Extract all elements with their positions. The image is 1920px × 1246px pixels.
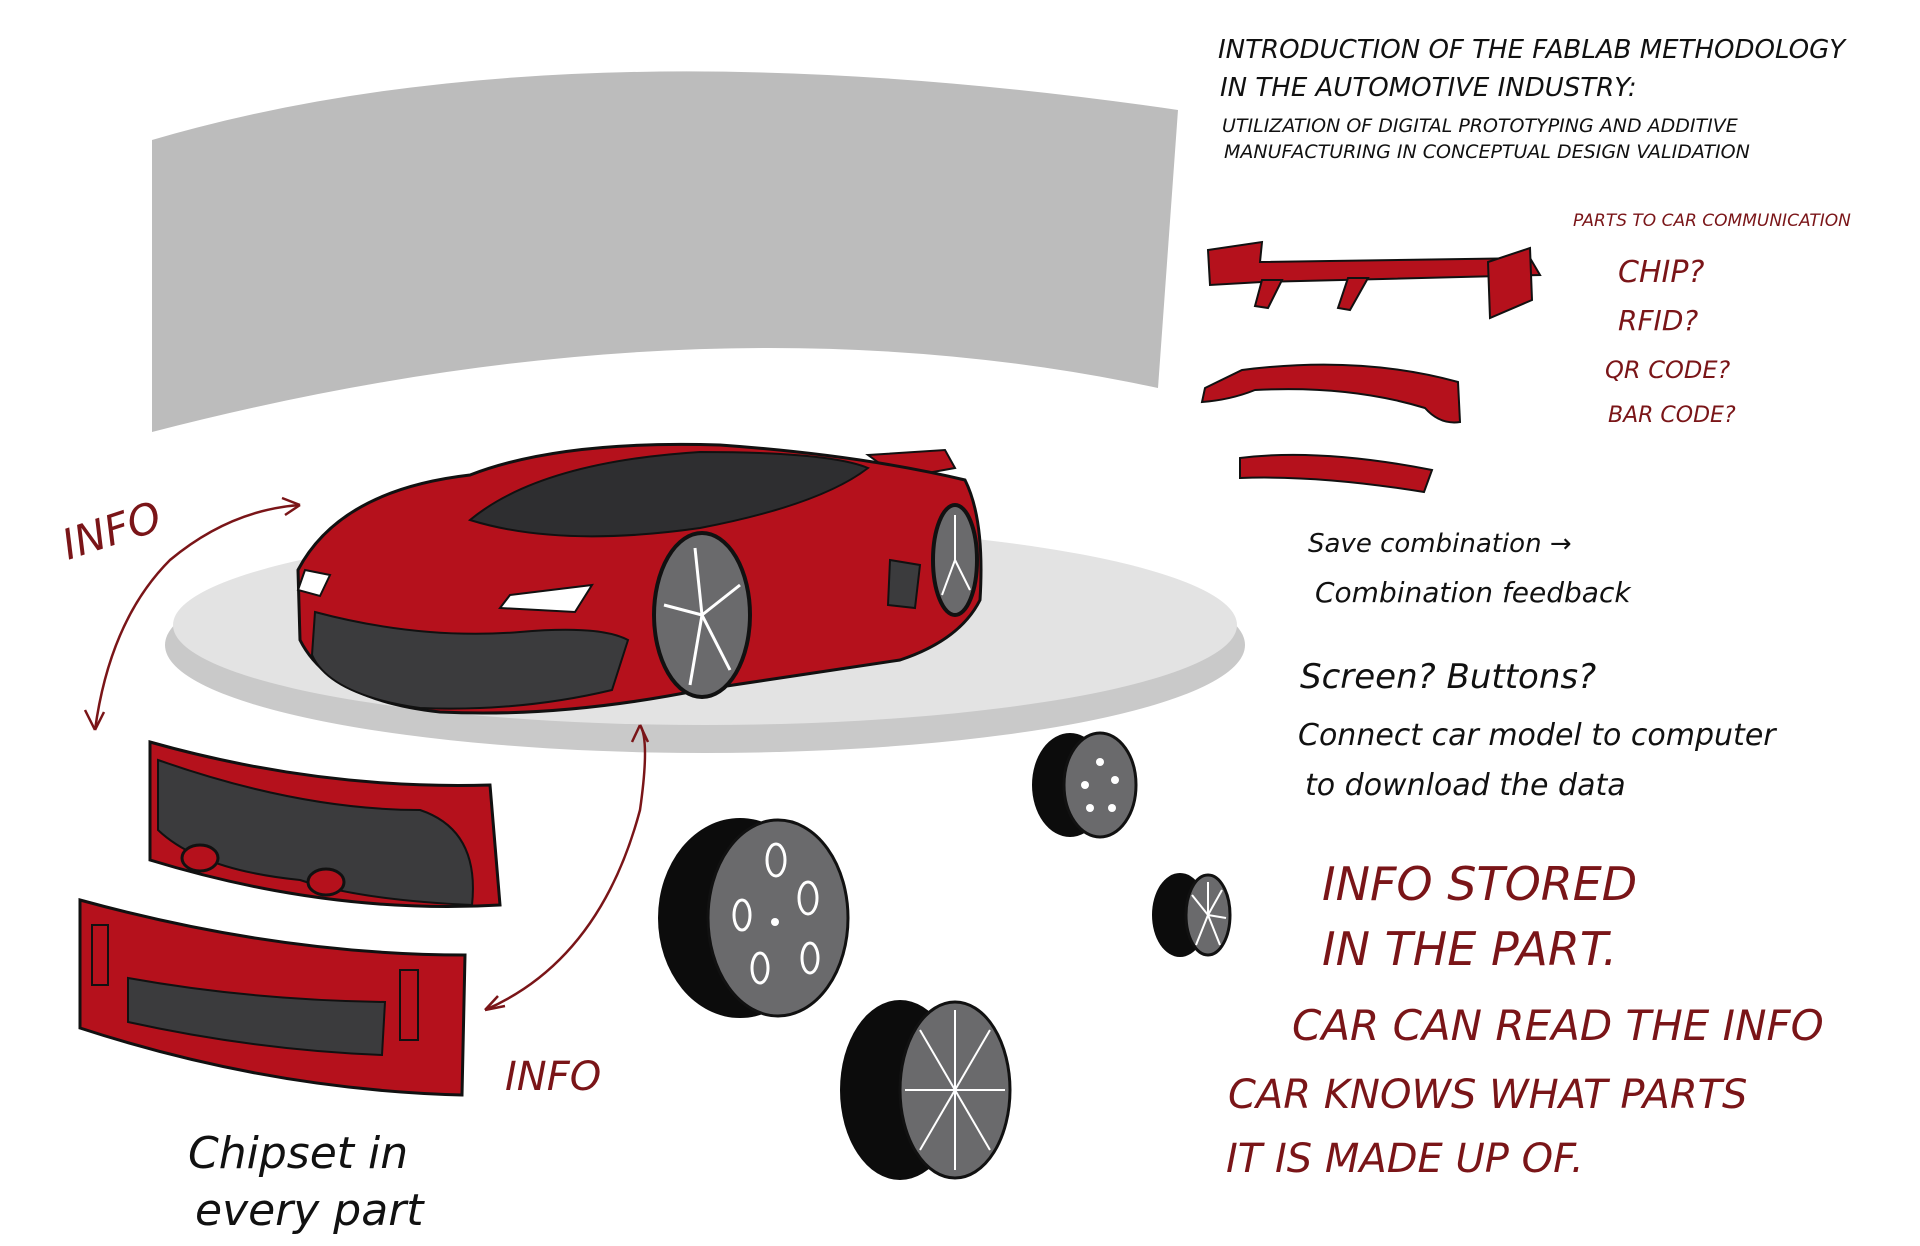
title-line-2: IN THE AUTOMOTIVE INDUSTRY:	[1220, 73, 1637, 103]
car-icon	[296, 442, 983, 715]
stored-line-2: IN THE PART.	[1322, 922, 1617, 976]
title-line-3: UTILIZATION OF DIGITAL PROTOTYPING AND A…	[1222, 115, 1738, 137]
parts-communication-note: PARTS TO CAR COMMUNICATION CHIP? RFID? Q…	[1573, 211, 1851, 428]
spoiler-icon	[1206, 240, 1542, 320]
stored-line-5: IT IS MADE UP OF.	[1226, 1136, 1584, 1182]
combination-line-1: Save combination →	[1308, 529, 1572, 559]
title-line-1: INTRODUCTION OF THE FABLAB METHODOLOGY	[1218, 35, 1847, 65]
parts-comm-item: CHIP?	[1618, 255, 1704, 290]
chipset-line-1: Chipset in	[188, 1128, 408, 1179]
stored-line-1: INFO STORED	[1322, 857, 1637, 911]
info-stored-note: INFO STORED IN THE PART. CAR CAN READ TH…	[1226, 857, 1824, 1182]
wheel-icon	[1152, 873, 1232, 957]
arrow-icon	[83, 496, 301, 731]
title-block: INTRODUCTION OF THE FABLAB METHODOLOGY I…	[1218, 35, 1847, 163]
stored-line-4: CAR KNOWS WHAT PARTS	[1228, 1072, 1747, 1118]
spoiler-icon	[1239, 453, 1434, 494]
spoiler-icon	[1200, 363, 1462, 424]
wheel-icon	[1032, 731, 1138, 839]
wheel-icon	[840, 1000, 1012, 1180]
screen-line-3: to download the data	[1305, 768, 1626, 803]
bumper-icon	[148, 740, 502, 909]
arrow-icon	[484, 724, 650, 1012]
parts-comm-item: QR CODE?	[1605, 356, 1730, 384]
title-line-4: MANUFACTURING IN CONCEPTUAL DESIGN VALID…	[1224, 141, 1750, 163]
parts-comm-item: BAR CODE?	[1608, 403, 1736, 428]
screen-line-1: Screen? Buttons?	[1300, 657, 1596, 697]
parts-comm-item: RFID?	[1618, 304, 1698, 337]
combination-line-2: Combination feedback	[1315, 576, 1632, 609]
combination-note: Save combination → Combination feedback	[1308, 529, 1632, 609]
chipset-note: Chipset in every part	[188, 1128, 425, 1236]
info-label-bottom: INFO	[505, 1054, 601, 1100]
stored-line-3: CAR CAN READ THE INFO	[1292, 1001, 1824, 1050]
screen-line-2: Connect car model to computer	[1298, 718, 1777, 753]
chipset-line-2: every part	[195, 1185, 425, 1236]
screen-note: Screen? Buttons? Connect car model to co…	[1298, 657, 1777, 803]
info-label-left: INFO	[56, 492, 167, 570]
wheel-icon	[658, 818, 850, 1018]
bumper-icon	[78, 898, 467, 1097]
backdrop-wall	[152, 71, 1178, 432]
parts-comm-heading: PARTS TO CAR COMMUNICATION	[1573, 211, 1851, 231]
